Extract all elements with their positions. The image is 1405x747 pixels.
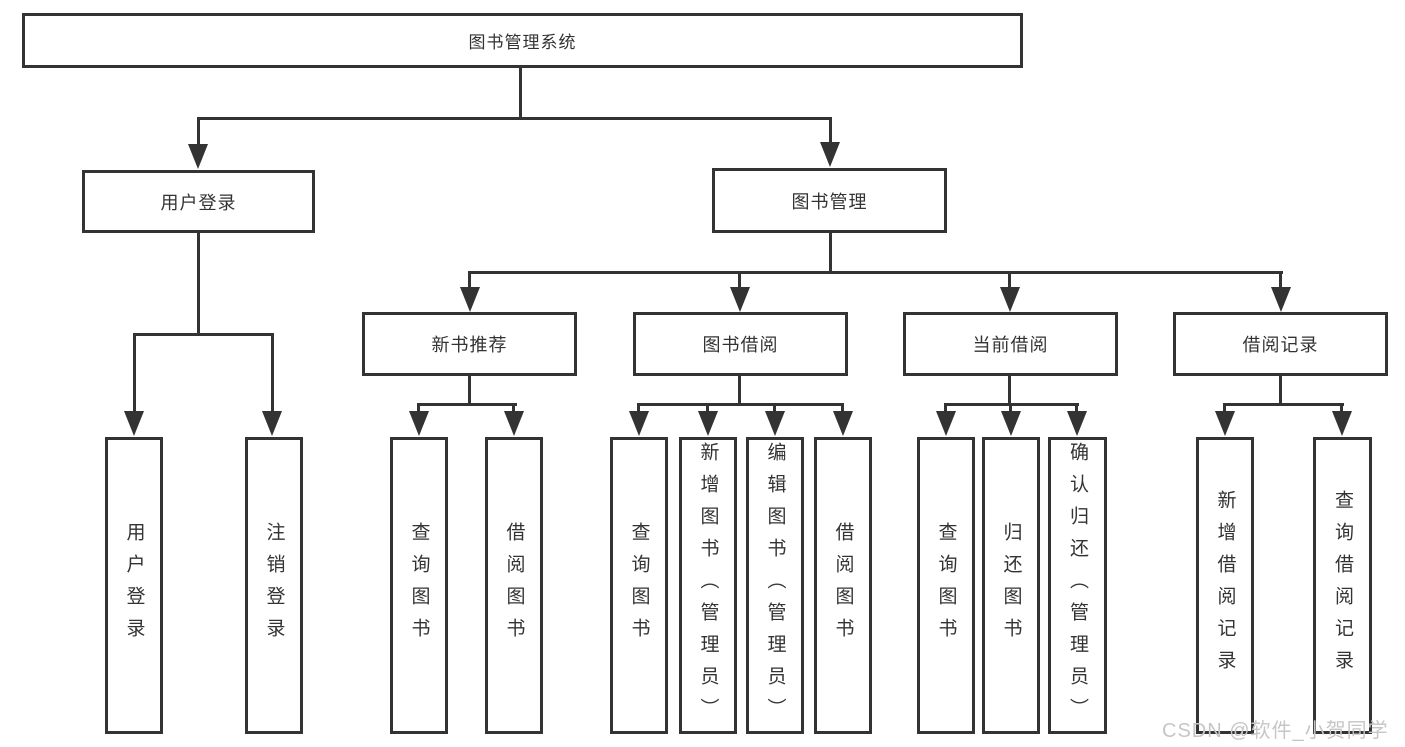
leaf-confirm-return-admin: 确认归还（管理员） [1048, 437, 1107, 734]
arrow-down-icon [262, 411, 282, 436]
connector-line [133, 333, 274, 336]
leaf-query-books-borrow: 查询图书 [610, 437, 668, 734]
leaf-borrow-books-label: 借阅图书 [832, 521, 854, 650]
leaf-logout-label: 注销登录 [263, 521, 285, 650]
leaf-query-books-rec-label: 查询图书 [408, 521, 430, 650]
connector-line [773, 403, 776, 413]
node-root-label: 图书管理系统 [468, 33, 577, 52]
connector-line [1008, 376, 1011, 406]
arrow-down-icon [765, 411, 785, 436]
connector-line [829, 117, 832, 146]
node-book-borrow: 图书借阅 [633, 312, 848, 376]
connector-line [1075, 403, 1078, 413]
leaf-add-borrow-record: 新增借阅记录 [1196, 437, 1254, 734]
arrow-down-icon [504, 411, 524, 436]
arrow-down-icon [1215, 411, 1235, 436]
node-current-borrow: 当前借阅 [903, 312, 1118, 376]
arrow-down-icon [1001, 411, 1021, 436]
leaf-add-books-admin: 新增图书（管理员） [679, 437, 737, 734]
node-book-mgmt-label: 图书管理 [791, 191, 868, 212]
node-new-book-rec-label: 新书推荐 [431, 335, 508, 355]
leaf-borrow-books-rec: 借阅图书 [485, 437, 543, 734]
node-root: 图书管理系统 [22, 13, 1023, 68]
node-book-borrow-label: 图书借阅 [702, 335, 779, 355]
leaf-borrow-books-rec-label: 借阅图书 [503, 521, 525, 650]
connector-line [519, 68, 522, 120]
leaf-query-borrow-record: 查询借阅记录 [1313, 437, 1372, 734]
connector-line [1279, 376, 1282, 406]
connector-line [469, 271, 1283, 274]
connector-line [468, 376, 471, 406]
leaf-query-books-current-label: 查询图书 [935, 521, 957, 650]
connector-line [841, 403, 844, 413]
arrow-down-icon [1000, 287, 1020, 312]
csdn-watermark: CSDN @软件_小贺同学 [1162, 720, 1389, 742]
leaf-user-login-label: 用户登录 [123, 521, 145, 650]
node-borrow-records: 借阅记录 [1173, 312, 1388, 376]
arrow-down-icon [629, 411, 649, 436]
connector-line [271, 333, 274, 413]
leaf-user-login: 用户登录 [105, 437, 163, 734]
leaf-logout: 注销登录 [245, 437, 303, 734]
leaf-edit-books-admin: 编辑图书（管理员） [746, 437, 804, 734]
node-new-book-rec: 新书推荐 [362, 312, 577, 376]
node-user-login-label: 用户登录 [160, 192, 237, 213]
leaf-query-borrow-record-label: 查询借阅记录 [1332, 489, 1353, 682]
connector-line [637, 403, 640, 413]
leaf-return-books-label: 归还图书 [1000, 521, 1022, 650]
connector-line [1008, 271, 1011, 289]
connector-line [417, 403, 420, 413]
arrow-down-icon [124, 411, 144, 436]
arrow-down-icon [1067, 411, 1087, 436]
leaf-query-books-rec: 查询图书 [390, 437, 448, 734]
node-borrow-records-label: 借阅记录 [1242, 335, 1319, 355]
arrow-down-icon [936, 411, 956, 436]
node-user-login: 用户登录 [82, 170, 315, 233]
leaf-add-books-admin-label: 新增图书（管理员） [697, 441, 719, 730]
connector-line [417, 403, 517, 406]
connector-line [637, 403, 844, 406]
arrow-down-icon [730, 287, 750, 312]
leaf-edit-books-admin-label: 编辑图书（管理员） [764, 441, 786, 730]
connector-line [829, 233, 832, 274]
arrow-down-icon [698, 411, 718, 436]
connector-line [1340, 403, 1343, 413]
connector-line [512, 403, 515, 413]
connector-line [468, 271, 471, 289]
arrow-down-icon [188, 144, 208, 169]
leaf-borrow-books: 借阅图书 [814, 437, 872, 734]
leaf-add-borrow-record-label: 新增借阅记录 [1214, 489, 1236, 682]
connector-line [1223, 403, 1226, 413]
connector-line [133, 333, 136, 413]
connector-line [1009, 403, 1012, 413]
leaf-confirm-return-admin-label: 确认归还（管理员） [1067, 441, 1088, 730]
connector-line [1223, 403, 1344, 406]
arrow-down-icon [460, 287, 480, 312]
connector-line [1279, 271, 1282, 289]
connector-line [197, 117, 832, 120]
arrow-down-icon [820, 142, 840, 167]
connector-line [197, 233, 200, 336]
leaf-query-books-current: 查询图书 [917, 437, 975, 734]
connector-line [944, 403, 947, 413]
arrow-down-icon [833, 411, 853, 436]
node-book-mgmt: 图书管理 [712, 168, 947, 233]
arrow-down-icon [1332, 411, 1352, 436]
connector-line [706, 403, 709, 413]
connector-line [197, 117, 200, 147]
connector-line [738, 376, 741, 406]
arrow-down-icon [1271, 287, 1291, 312]
node-current-borrow-label: 当前借阅 [972, 335, 1049, 355]
arrow-down-icon [409, 411, 429, 436]
connector-line [738, 271, 741, 289]
leaf-return-books: 归还图书 [982, 437, 1040, 734]
leaf-query-books-borrow-label: 查询图书 [628, 521, 650, 650]
